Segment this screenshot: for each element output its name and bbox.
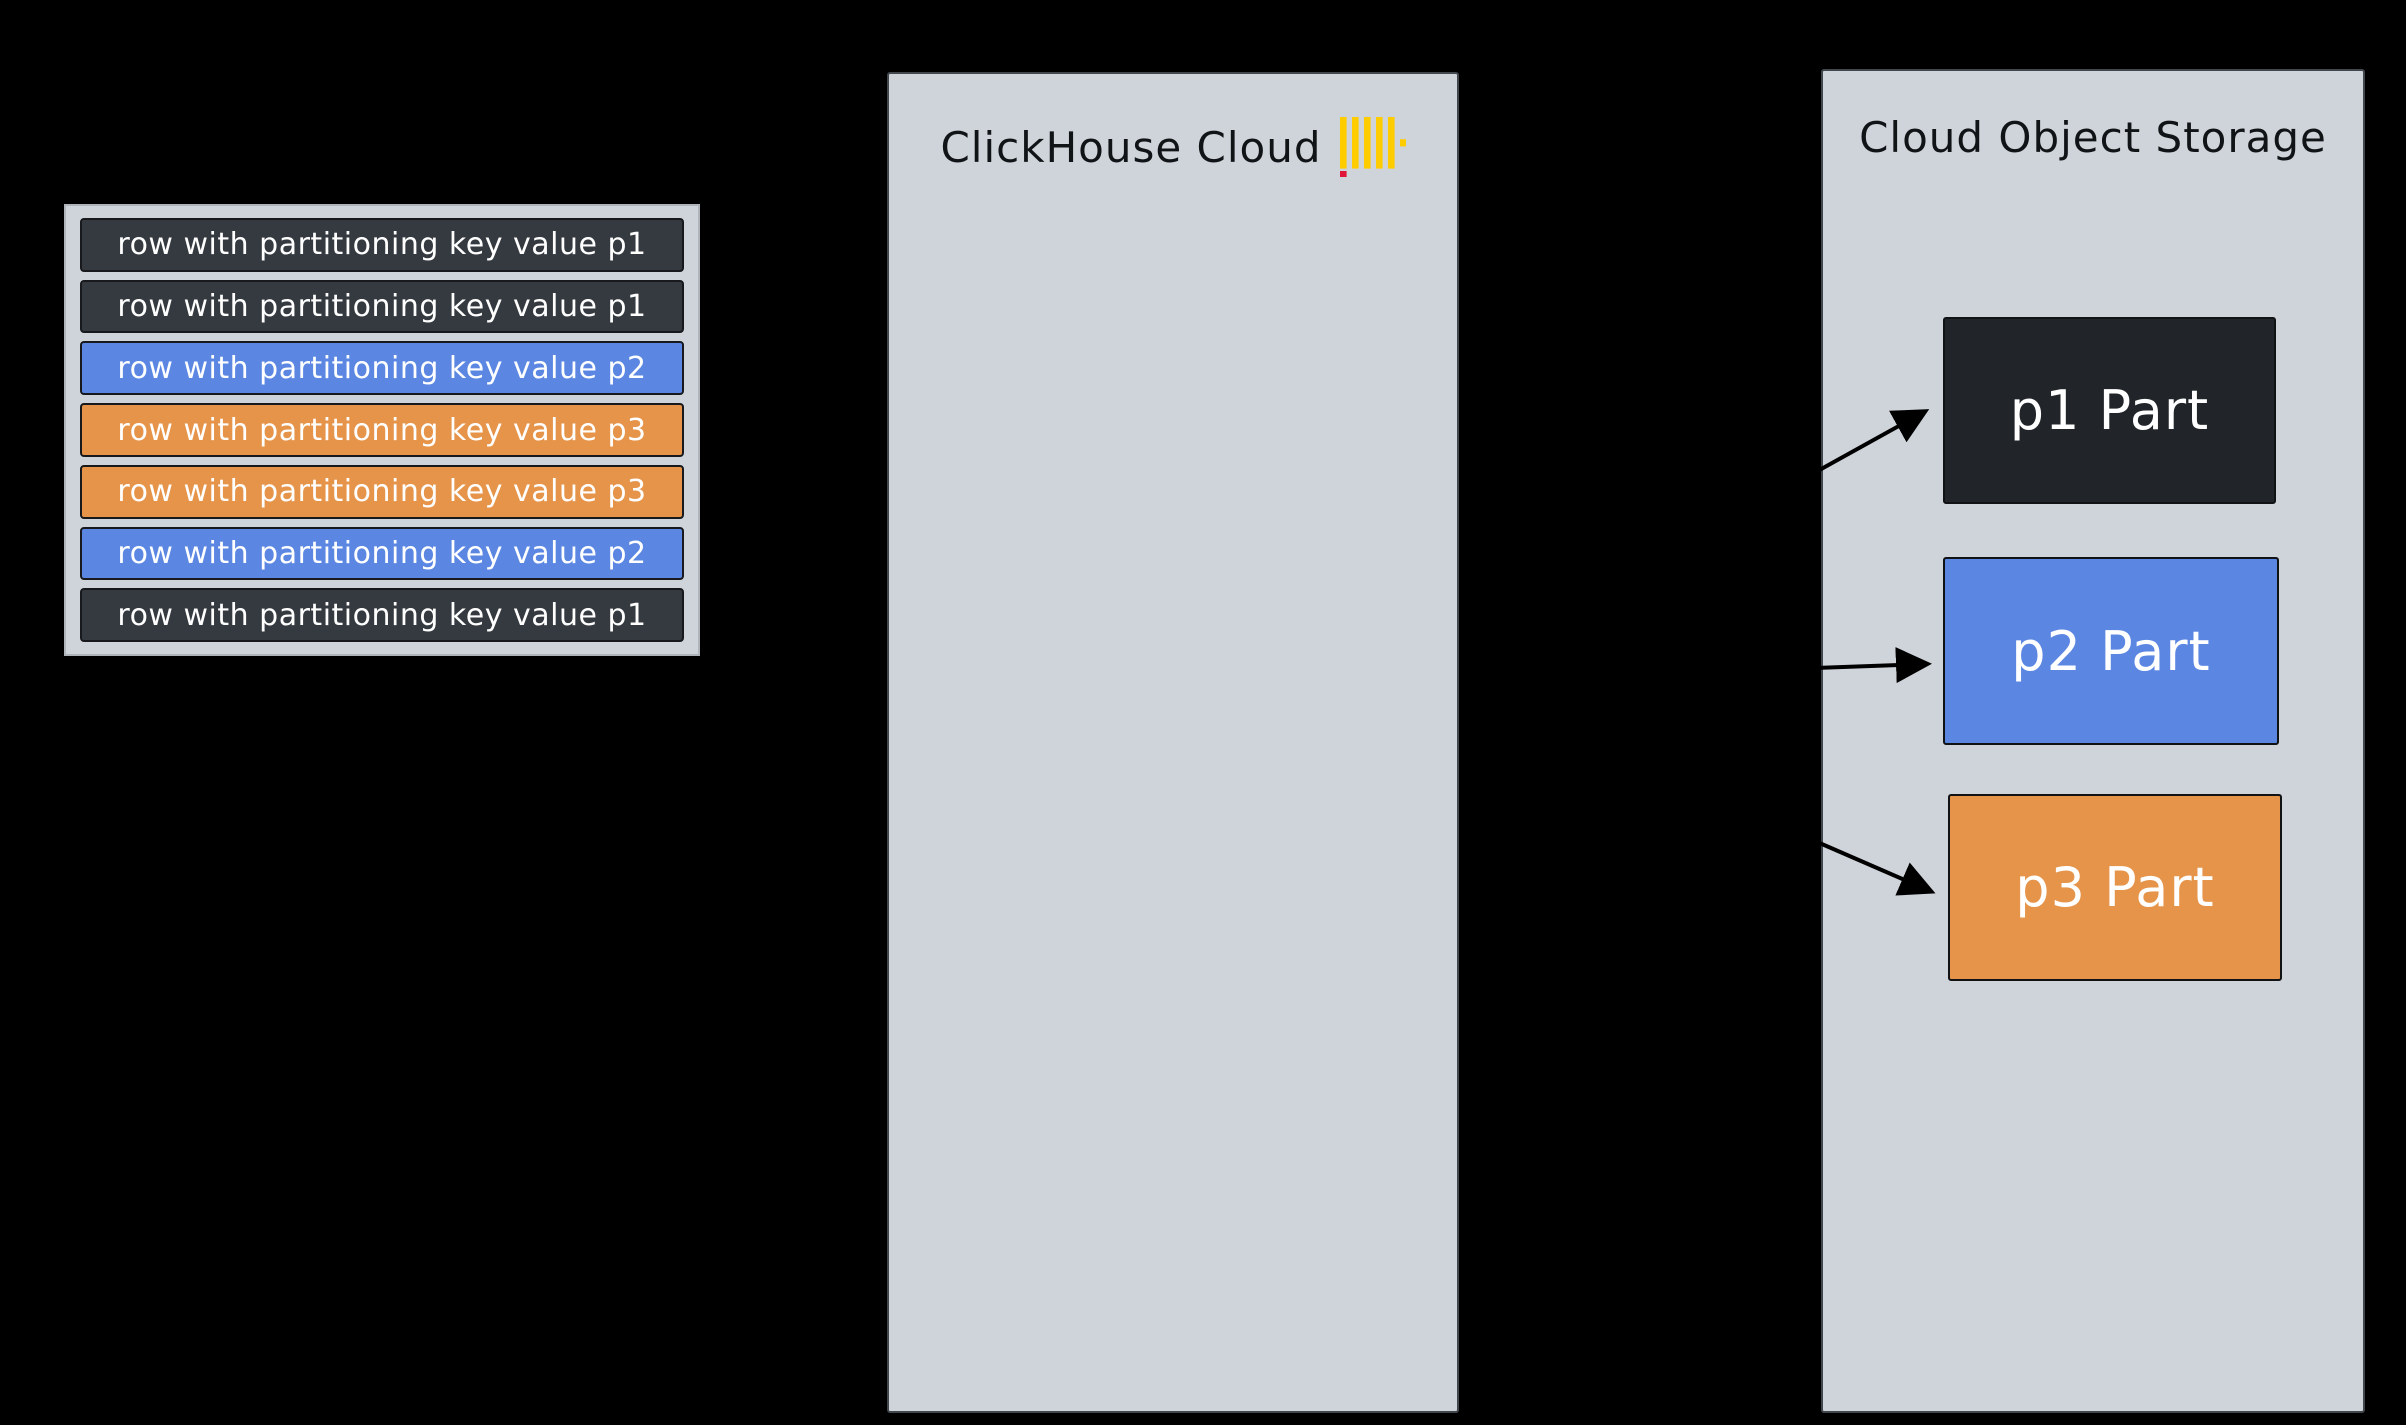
table-row: row with partitioning key value p1	[80, 279, 684, 334]
table-row: row with partitioning key value p2	[80, 341, 684, 396]
storage-panel-header: Cloud Object Storage	[1823, 71, 2363, 162]
table-row: row with partitioning key value p3	[80, 403, 684, 457]
inserted-rows-table: row with partitioning key value p1 row w…	[64, 204, 700, 656]
clickhouse-cloud-panel: ClickHouse Cloud	[887, 72, 1459, 1413]
cloud-object-storage-panel: Cloud Object Storage p1 Part p2 Part p3 …	[1821, 69, 2365, 1413]
clickhouse-panel-title: ClickHouse Cloud	[940, 122, 1322, 172]
clickhouse-panel-header: ClickHouse Cloud	[889, 74, 1457, 178]
storage-panel-title: Cloud Object Storage	[1859, 113, 2327, 162]
table-row: row with partitioning key value p1	[80, 588, 684, 643]
table-row: row with partitioning key value p2	[80, 526, 684, 581]
part-box-p3: p3 Part	[1948, 794, 2282, 981]
clickhouse-logo-icon	[1339, 116, 1406, 178]
table-row: row with partitioning key value p3	[80, 464, 684, 519]
part-box-p1: p1 Part	[1943, 317, 2276, 504]
table-row: row with partitioning key value p1	[80, 218, 684, 272]
part-box-p2: p2 Part	[1943, 557, 2279, 745]
